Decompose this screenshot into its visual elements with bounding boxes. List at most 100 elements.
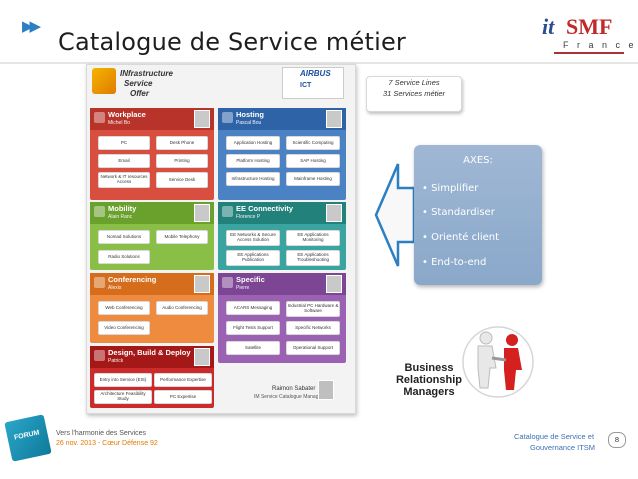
axes-item: • Simplifier bbox=[422, 183, 478, 194]
service-cell: EE Applications Troubleshooting bbox=[286, 250, 340, 266]
block-conferencing: Conferencing Alexis Web Conferencing Aud… bbox=[90, 273, 214, 343]
page-number: 8 bbox=[608, 432, 626, 448]
service-cell: Application Hosting bbox=[226, 136, 280, 150]
service-cell: PC bbox=[98, 136, 150, 150]
axes-item: • Orienté client bbox=[422, 232, 499, 243]
design-icon bbox=[94, 350, 105, 361]
conferencing-icon bbox=[94, 277, 105, 288]
airbus-logo-text: AIRBUS bbox=[300, 69, 331, 78]
service-cell: Audio Conferencing bbox=[156, 301, 208, 315]
service-cell: Video Conferencing bbox=[98, 321, 150, 335]
double-arrow-icon: ▶▶ bbox=[22, 17, 37, 35]
iso-line-2: Service bbox=[124, 79, 152, 88]
service-cell: EE Networks & Secure Access Solution bbox=[226, 230, 280, 246]
avatar bbox=[194, 204, 210, 222]
service-cell: Flight Tests Support bbox=[226, 321, 280, 335]
signature-role: IM Service Catalogue Manager bbox=[254, 394, 323, 400]
block-manager: Florence P bbox=[236, 214, 260, 220]
iso-logo-icon bbox=[92, 68, 116, 94]
block-manager: Alexis bbox=[108, 285, 121, 291]
block-workplace: Workplace Michel Bo PC Desk Phone Email … bbox=[90, 108, 214, 200]
service-cell: Mainframe Hosting bbox=[286, 172, 340, 186]
avatar bbox=[326, 204, 342, 222]
avatar bbox=[194, 275, 210, 293]
service-cell: Performance Expertise bbox=[154, 373, 212, 387]
service-cell: Network & IT resources Access bbox=[98, 172, 150, 188]
block-ee-connectivity: EE Connectivity Florence P EE Networks &… bbox=[218, 202, 346, 270]
block-specific: Specific Pierre ACARS Messaging Industri… bbox=[218, 273, 346, 363]
callout-line-1: 7 Service Lines bbox=[367, 77, 461, 88]
axes-item: • Standardiser bbox=[422, 207, 495, 218]
service-cell: Web Conferencing bbox=[98, 301, 150, 315]
iso-line-3: Offer bbox=[130, 89, 149, 98]
avatar bbox=[194, 110, 210, 128]
avatar bbox=[194, 348, 210, 366]
service-cell: Nomad Solutions bbox=[98, 230, 150, 244]
service-cell: Desk Phone bbox=[156, 136, 208, 150]
brm-label: Business Relationship Managers bbox=[392, 362, 466, 398]
left-arrow-icon bbox=[374, 160, 418, 270]
block-title: Workplace bbox=[108, 110, 146, 119]
slide-title: Catalogue de Service métier bbox=[58, 28, 406, 56]
footer-topic-line-1: Catalogue de Service et bbox=[514, 432, 594, 441]
axes-item-label: Standardiser bbox=[431, 207, 495, 218]
service-cell: Email bbox=[98, 154, 150, 168]
workplace-icon bbox=[94, 112, 105, 123]
service-cell: ACARS Messaging bbox=[226, 301, 280, 315]
axes-item-label: Simplifier bbox=[431, 183, 478, 194]
service-cell: SAP Hosting bbox=[286, 154, 340, 168]
logo-smf-text: SMF bbox=[566, 14, 612, 40]
block-title: EE Connectivity bbox=[236, 204, 293, 213]
service-cell: Operational Support bbox=[286, 341, 340, 355]
block-manager: Pierre bbox=[236, 285, 249, 291]
service-cell: Entry into Service (EIS) bbox=[94, 373, 152, 387]
connectivity-icon bbox=[222, 206, 233, 217]
service-cell: Specific Networks bbox=[286, 321, 340, 335]
service-cell: EE Applications Monitoring bbox=[286, 230, 340, 246]
axes-item-label: End-to-end bbox=[431, 257, 486, 268]
block-title: Design, Build & Deploy bbox=[108, 348, 191, 357]
avatar bbox=[326, 275, 342, 293]
service-cell: Mobile Telephony bbox=[156, 230, 208, 244]
mobility-icon bbox=[94, 206, 105, 217]
iso-line-1: INfrastructure bbox=[120, 69, 173, 78]
service-cell: Architecture Feasibility Study bbox=[94, 390, 152, 404]
axes-title: AXES: bbox=[414, 155, 542, 166]
brm-line-2: Relationship bbox=[392, 374, 466, 386]
axes-item-label: Orienté client bbox=[431, 232, 499, 243]
logo-country: F r a n c e bbox=[563, 40, 637, 50]
footer-event-title: Vers l'harmonie des Services bbox=[56, 430, 146, 437]
block-manager: Pascal Bou bbox=[236, 120, 261, 126]
service-cell: Satellite bbox=[226, 341, 280, 355]
block-manager: Alain Ranc bbox=[108, 214, 132, 220]
service-cell: EE Applications Publication bbox=[226, 250, 280, 266]
signature-photo bbox=[318, 380, 334, 400]
logo-it-text: it bbox=[542, 14, 554, 40]
brm-line-1: Business bbox=[392, 362, 466, 374]
hosting-icon bbox=[222, 112, 233, 123]
signature-name: Raimon Sabater bbox=[272, 386, 315, 392]
block-manager: Patrick bbox=[108, 358, 123, 364]
axes-item: • End-to-end bbox=[422, 257, 486, 268]
block-mobility: Mobility Alain Ranc Nomad Solutions Mobi… bbox=[90, 202, 214, 270]
block-title: Specific bbox=[236, 275, 265, 284]
service-cell: Printing bbox=[156, 154, 208, 168]
ict-logo-text: ICT bbox=[300, 82, 311, 89]
service-cell: Industrial PC Hardware & Software bbox=[286, 301, 340, 317]
brm-line-3: Managers bbox=[392, 386, 466, 398]
block-title: Hosting bbox=[236, 110, 264, 119]
service-cell: Infrastructure Hosting bbox=[226, 172, 280, 186]
callout-line-2: 31 Services métier bbox=[367, 88, 461, 99]
avatar bbox=[326, 110, 342, 128]
service-cell: Service Desk bbox=[156, 172, 208, 188]
specific-icon bbox=[222, 277, 233, 288]
block-hosting: Hosting Pascal Bou Application Hosting S… bbox=[218, 108, 346, 200]
block-title: Mobility bbox=[108, 204, 136, 213]
block-title: Conferencing bbox=[108, 275, 156, 284]
service-cell: Platform Hosting bbox=[226, 154, 280, 168]
service-cell: Radio Solutions bbox=[98, 250, 150, 264]
block-manager: Michel Bo bbox=[108, 120, 130, 126]
footer-topic-line-2: Gouvernance ITSM bbox=[530, 443, 595, 452]
block-design-build-deploy: Design, Build & Deploy Patrick Entry int… bbox=[90, 346, 214, 408]
service-cell: Scientific Computing bbox=[286, 136, 340, 150]
